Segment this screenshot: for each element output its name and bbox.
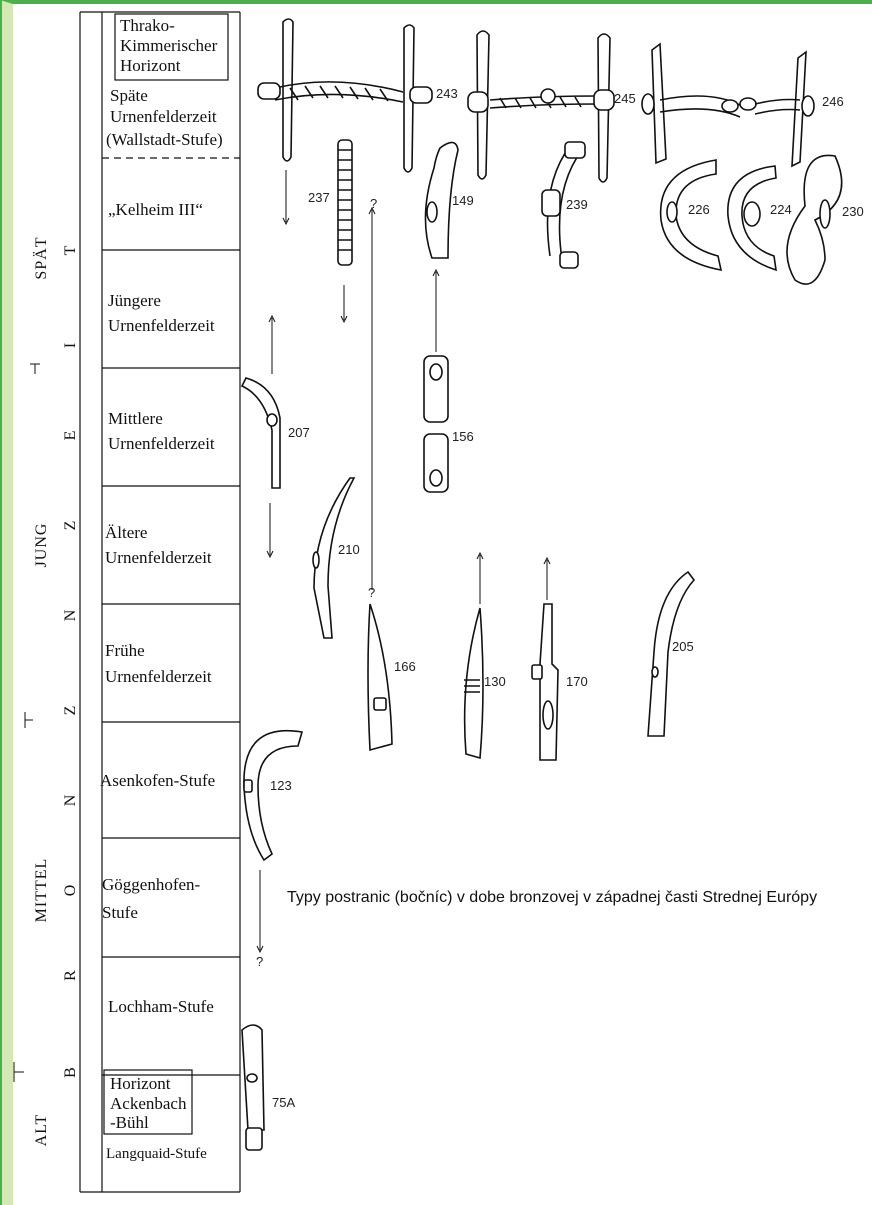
artifact-224: 224 [727, 165, 792, 272]
num-207: 207 [288, 425, 310, 440]
stage-spaete-2: Urnenfelderzeit [110, 107, 217, 126]
stage-mittlere-1: Mittlere [108, 409, 163, 428]
question-mark-middle: ? [368, 585, 375, 600]
stage-ackenbach-2: Ackenbach [110, 1094, 187, 1113]
era-letter-i: I [62, 342, 79, 348]
stage-fruehe-2: Urnenfelderzeit [105, 667, 212, 686]
stage-aeltere-2: Urnenfelderzeit [105, 548, 212, 567]
stage-thrako-1: Thrako- [120, 16, 175, 35]
stage-thrako-2: Kimmerischer [120, 36, 218, 55]
artifact-245: 245 [467, 30, 636, 183]
artifact-170: 170 [531, 603, 588, 761]
num-156: 156 [452, 429, 474, 444]
stage-mittlere-2: Urnenfelderzeit [108, 434, 215, 453]
num-210: 210 [338, 542, 360, 557]
artifact-205: 205 [647, 570, 696, 737]
num-243: 243 [436, 86, 458, 101]
artifact-226: 226 [659, 159, 723, 272]
num-75a: 75A [272, 1095, 295, 1110]
stage-aeltere-1: Ältere [105, 523, 147, 542]
stage-spaete-3: (Wallstadt-Stufe) [106, 130, 223, 149]
num-226: 226 [688, 202, 710, 217]
stage-thrako-3: Horizont [120, 56, 181, 75]
period-labels: SPÄT JUNG MITTEL ALT [32, 236, 50, 1146]
artifact-166: 166 [367, 603, 416, 752]
era-letter-n2: N [62, 794, 79, 807]
artifact-156: 156 [423, 355, 474, 493]
left-accent-line [0, 0, 2, 1205]
era-letter-r: R [62, 969, 79, 981]
num-237: 237 [308, 190, 330, 205]
artifact-237: 237 [308, 139, 353, 266]
era-letter-o: O [62, 884, 79, 897]
figure-caption: Typy postranic (bočníc) v dobe bronzovej… [287, 889, 818, 906]
num-170: 170 [566, 674, 588, 689]
num-245: 245 [614, 91, 636, 106]
artifact-207: 207 [240, 377, 310, 489]
era-letters: T I E Z N E Z N O R B [62, 245, 79, 1078]
artifact-230: 230 [786, 154, 864, 285]
label-mittel: MITTEL [33, 858, 50, 923]
label-alt: ALT [33, 1114, 50, 1147]
num-123: 123 [270, 778, 292, 793]
stage-goeggenhofen-1: Göggenhofen- [102, 875, 201, 894]
num-246: 246 [822, 94, 844, 109]
artifact-243: 243 [257, 18, 458, 173]
stage-spaete-1: Späte [110, 86, 148, 105]
stage-kelheim: „Kelheim III“ [108, 200, 203, 219]
era-letter-z: Z [62, 520, 79, 531]
stage-lochham: Lochham-Stufe [108, 997, 214, 1016]
label-jung: JUNG [33, 523, 50, 568]
range-arrows [256, 170, 551, 954]
boundary-ticks [13, 363, 40, 1082]
stage-goeggenhofen-2: Stufe [102, 903, 138, 922]
stage-juengere-1: Jüngere [108, 291, 161, 310]
stage-ackenbach-1: Horizont [110, 1074, 171, 1093]
era-letter-z2: Z [62, 705, 79, 716]
stage-asenkofen: Asenkofen-Stufe [100, 771, 215, 790]
artifact-75a: 75A [241, 1024, 295, 1151]
stage-ackenbach-3: -Bühl [110, 1113, 149, 1132]
stage-juengere-2: Urnenfelderzeit [108, 316, 215, 335]
artifact-130: 130 [463, 607, 506, 760]
era-letter-n: N [62, 609, 79, 622]
stage-labels: Thrako- Kimmerischer Horizont Späte Urne… [100, 16, 223, 1162]
stage-fruehe-1: Frühe [105, 641, 145, 660]
artifact-210: 210 [312, 477, 360, 639]
artifact-149: 149 [424, 141, 474, 259]
num-149: 149 [452, 193, 474, 208]
num-224: 224 [770, 202, 792, 217]
question-mark-top: ? [370, 196, 377, 211]
era-letter-e: E [62, 430, 79, 441]
num-166: 166 [394, 659, 416, 674]
stage-table [79, 11, 241, 1193]
era-letter-b: B [62, 1066, 79, 1078]
num-239: 239 [566, 197, 588, 212]
label-spaet: SPÄT [32, 236, 50, 279]
artifact-246: 246 [641, 42, 844, 168]
num-230: 230 [842, 204, 864, 219]
num-130: 130 [484, 674, 506, 689]
question-mark-bottom: ? [256, 954, 263, 969]
artifact-239: 239 [541, 141, 588, 269]
artifact-123: 123 [243, 729, 304, 862]
stage-langquaid: Langquaid-Stufe [106, 1146, 207, 1162]
num-205: 205 [672, 639, 694, 654]
era-letter-t: T [62, 245, 79, 256]
